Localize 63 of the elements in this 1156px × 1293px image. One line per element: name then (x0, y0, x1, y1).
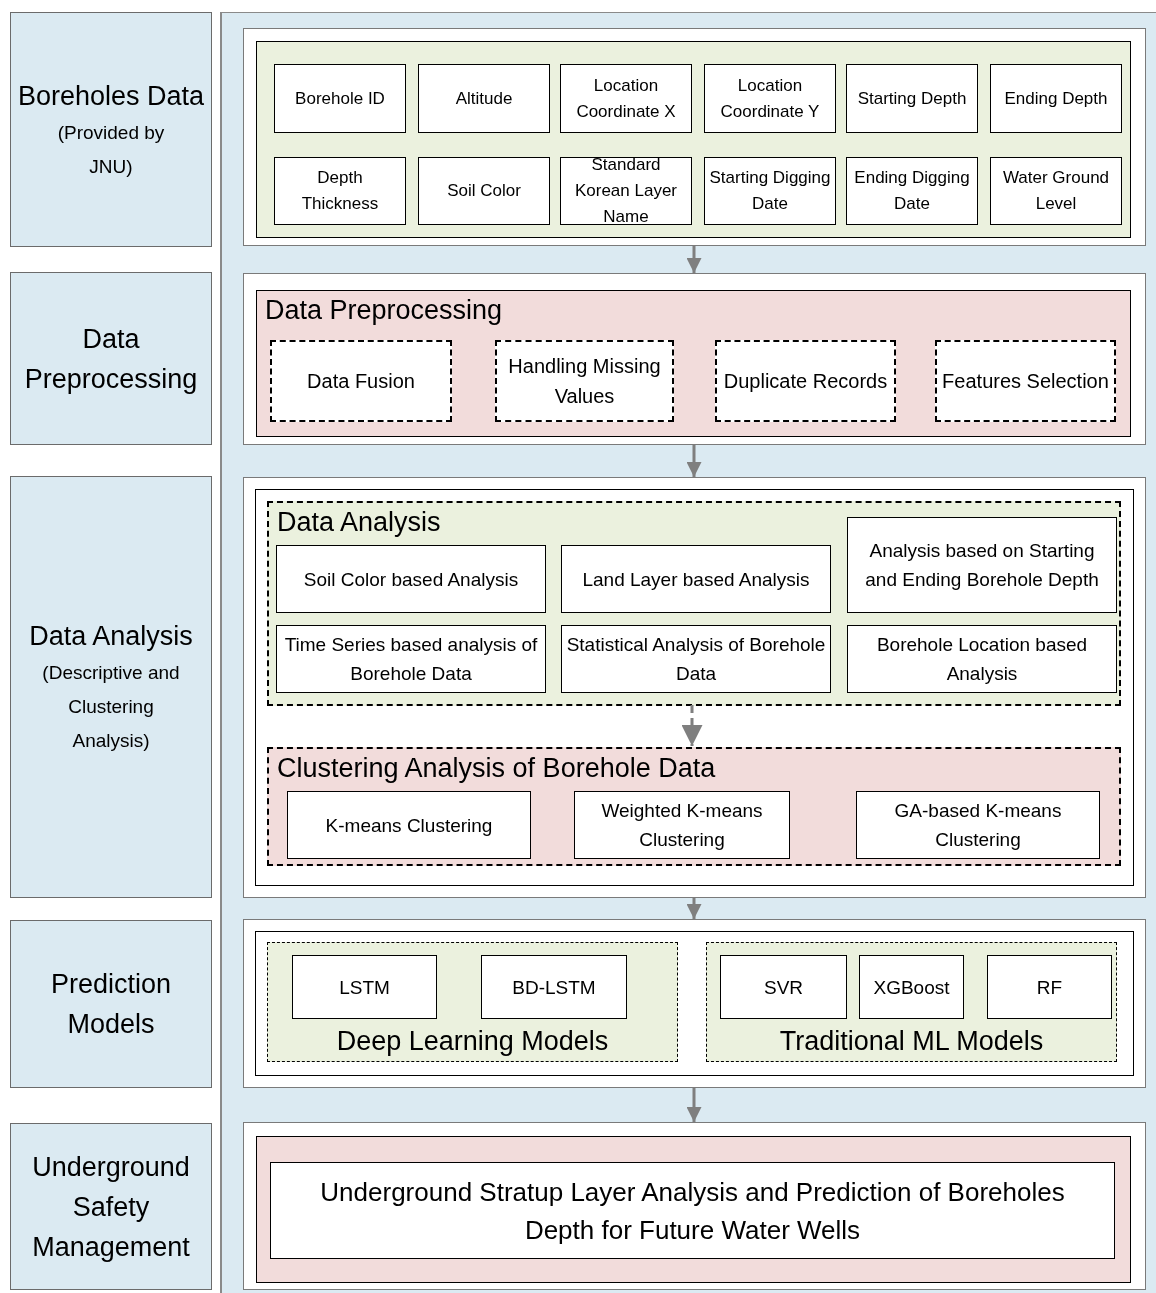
method-box: Borehole Location based Analysis (847, 625, 1117, 693)
field-box: Water Ground Level (990, 157, 1122, 225)
field-box: Starting Digging Date (704, 157, 836, 225)
section-frame (243, 477, 1146, 898)
field-box: Standard Korean Layer Name (560, 157, 692, 225)
group-panel (267, 501, 1121, 706)
method-box: BD-LSTM (481, 955, 627, 1019)
panel-title: Data Preprocessing (265, 294, 503, 327)
step-box: Features Selection (935, 340, 1116, 422)
step-box: Duplicate Records (715, 340, 896, 422)
group-panel (256, 1136, 1131, 1283)
stage-box (10, 272, 212, 445)
model-group-panel (706, 942, 1117, 1062)
stage-title: Boreholes Data (16, 79, 206, 113)
method-box: Statistical Analysis of Borehole Data (561, 625, 831, 693)
stage-title: Data Analysis (28, 620, 194, 653)
arrow (686, 246, 702, 273)
step-box: Handling Missing Values (495, 340, 674, 422)
field-box: Borehole ID (274, 64, 406, 133)
section-frame (243, 273, 1146, 445)
stage-box (10, 920, 212, 1088)
stage-box (10, 476, 212, 898)
method-box: K-means Clustering (287, 791, 531, 859)
field-box: Altitude (418, 64, 550, 133)
group-panel (267, 747, 1121, 866)
arrow (686, 445, 702, 477)
stage-title: Prediction Models (49, 968, 173, 1041)
field-box: Location Coordinate Y (704, 64, 836, 133)
step-box: Data Fusion (270, 340, 452, 422)
result-box: Underground Stratup Layer Analysis and Prediction of Boreholes Depth for Future Water Wells (270, 1162, 1115, 1259)
method-box: Analysis based on Starting and Ending Borehole Depth (847, 517, 1117, 613)
method-box: XGBoost (859, 955, 964, 1019)
field-box: Starting Depth (846, 64, 978, 133)
field-box: Soil Color (418, 157, 550, 225)
field-box: Depth Thickness (274, 157, 406, 225)
stage-title: Data Preprocessing (23, 322, 199, 396)
method-box: LSTM (292, 955, 437, 1019)
arrow (681, 705, 703, 746)
arrow (686, 1088, 702, 1122)
field-box: Location Coordinate X (560, 64, 692, 133)
method-box: Soil Color based Analysis (276, 545, 546, 613)
arrow (686, 898, 702, 919)
stage-title: Underground Safety Management (31, 1150, 191, 1264)
section-frame (243, 1122, 1146, 1290)
method-box: SVR (720, 955, 847, 1019)
panel-title: Deep Learning Models (335, 1025, 610, 1058)
panel-title: Traditional ML Models (778, 1025, 1045, 1058)
section-frame (243, 919, 1146, 1088)
group-panel (256, 290, 1131, 437)
method-box: Land Layer based Analysis (561, 545, 831, 613)
field-box: Ending Digging Date (846, 157, 978, 225)
panel-title: Data Analysis (277, 506, 441, 539)
stage-note: (Descriptive and Clustering Analysis) (41, 661, 181, 753)
field-box: Ending Depth (990, 64, 1122, 133)
method-box: Weighted K-means Clustering (574, 791, 790, 859)
method-box: Time Series based analysis of Borehole Data (276, 625, 546, 693)
panel-title: Clustering Analysis of Borehole Data (277, 752, 716, 785)
stage-box (10, 1123, 212, 1290)
stage-note: (Provided by JNU) (56, 120, 166, 179)
model-group-panel (267, 942, 678, 1062)
stage-box (10, 12, 212, 247)
method-box: GA-based K-means Clustering (856, 791, 1100, 859)
method-box: RF (987, 955, 1112, 1019)
